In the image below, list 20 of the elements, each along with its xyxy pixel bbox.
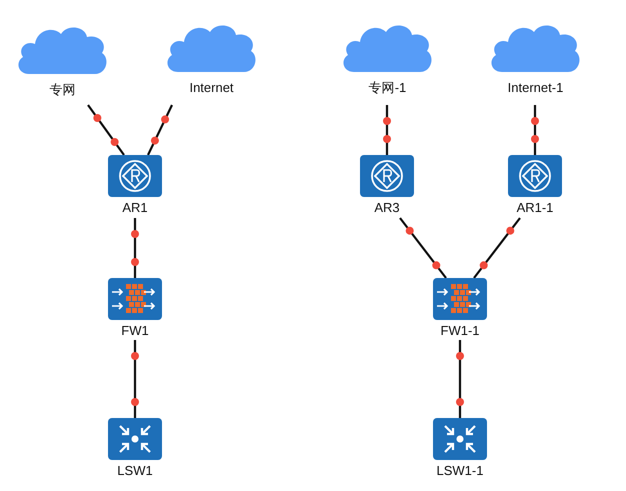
link-line [531,105,539,155]
device-label: AR1 [122,200,148,215]
device-label: LSW1-1 [436,463,484,478]
link-line [87,104,125,156]
link-line [131,218,139,278]
device-label: 专网 [50,82,76,97]
link-line [147,104,173,156]
device-label: FW1-1 [440,323,480,338]
device-label: FW1 [121,323,149,338]
device-label: AR3 [374,200,400,215]
link-line [456,340,464,418]
device-label: Internet [189,80,234,95]
link-line [399,217,447,279]
device-label: AR1-1 [516,200,554,215]
link-line [383,105,391,155]
device-label: Internet-1 [508,80,564,95]
device-label: 专网-1 [368,80,406,95]
link-line [131,340,139,418]
link-line [473,217,521,279]
device-label: LSW1 [117,463,153,478]
